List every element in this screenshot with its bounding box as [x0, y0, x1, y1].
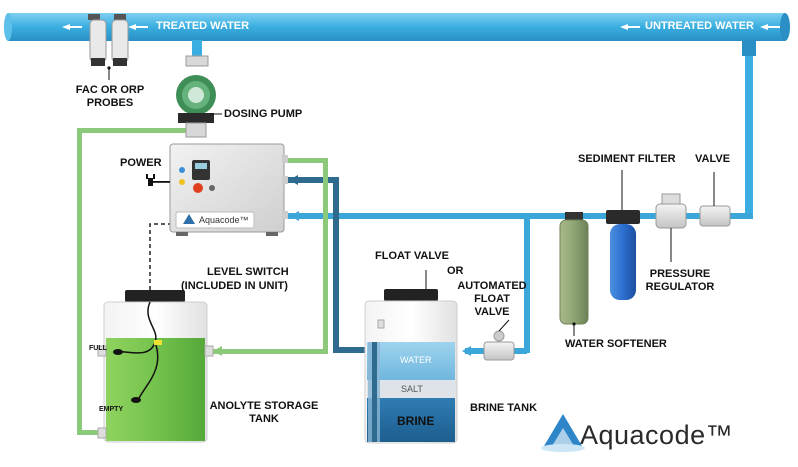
automated-label-line2: FLOAT: [474, 293, 510, 305]
brine-arrow-icon: [289, 175, 298, 185]
valve: [699, 172, 731, 227]
anolyte-tank-label: ANOLYTE STORAGE TANK: [204, 400, 324, 426]
treated-water-label: TREATED WATER: [156, 20, 250, 32]
anolyte-label-line2: TANK: [249, 413, 279, 425]
pressure-regulator-label: PRESSURE REGULATOR: [640, 268, 720, 294]
fac-probes-label: FAC OR ORP PROBES: [74, 84, 146, 110]
brine-tank: [364, 289, 458, 444]
control-box: [169, 143, 288, 236]
anolyte-line: [77, 128, 328, 435]
float-valve-label: FLOAT VALVE: [375, 250, 449, 262]
level-switch-sublabel: (INCLUDED IN UNIT): [181, 280, 288, 292]
untreated-water-label: UNTREATED WATER: [645, 20, 754, 32]
brine-tank-label: BRINE TANK: [470, 402, 538, 414]
fac-probes-label-line1: FAC OR ORP: [75, 84, 145, 96]
brine-salt-layer-label: SALT: [401, 384, 423, 394]
automated-label-line3: VALVE: [474, 306, 510, 318]
dosing-pump: [176, 55, 216, 138]
or-label: OR: [447, 265, 464, 277]
brine-line: [283, 177, 373, 353]
arrow-left-icon: [62, 24, 780, 30]
anolyte-label-line1: ANOLYTE STORAGE: [209, 400, 319, 412]
fac-probes-label-line2: PROBES: [86, 97, 134, 109]
pressure-label-line2: REGULATOR: [645, 281, 715, 293]
pump-feed-pipe: [192, 40, 202, 60]
power-plug-icon: [146, 174, 170, 186]
brine-inlet-arrow-icon: [462, 346, 471, 356]
level-switch-label: LEVEL SWITCH: [207, 266, 289, 279]
power-label: POWER: [120, 157, 162, 169]
water-softener: [559, 212, 589, 336]
untreated-drop-pipe: [742, 40, 756, 216]
automated-label-line1: AUTOMATED: [457, 280, 527, 292]
sediment-filter: [606, 170, 640, 300]
logo-triangle-icon: [541, 414, 585, 452]
aquacode-logo: Aquacode™: [580, 420, 734, 450]
water-softener-label: WATER SOFTENER: [565, 338, 667, 350]
brine-water-layer-label: WATER: [400, 355, 432, 365]
anolyte-arrow-icon: [213, 346, 222, 356]
label-pointers: [425, 270, 510, 332]
valve-label: VALVE: [695, 153, 731, 165]
pressure-label-line1: PRESSURE: [649, 268, 711, 280]
anolyte-storage-tank: [97, 290, 214, 443]
level-switch-label-line1: LEVEL SWITCH: [207, 266, 289, 278]
full-level-label: FULL: [89, 345, 107, 352]
sediment-filter-label: SEDIMENT FILTER: [578, 153, 676, 165]
dosing-pump-label: DOSING PUMP: [224, 108, 303, 120]
pressure-regulator: [655, 193, 687, 262]
inlet-arrow-icon: [290, 211, 299, 221]
automated-float-valve: [483, 330, 515, 361]
brine-layer-label: BRINE: [397, 414, 435, 428]
automated-float-valve-label: AUTOMATED FLOAT VALVE: [452, 280, 532, 319]
level-switch-wire: [149, 223, 170, 290]
control-box-brand-badge: Aquacode™: [199, 215, 249, 225]
fac-orp-probes: [88, 14, 129, 80]
empty-level-label: EMPTY: [99, 406, 124, 413]
